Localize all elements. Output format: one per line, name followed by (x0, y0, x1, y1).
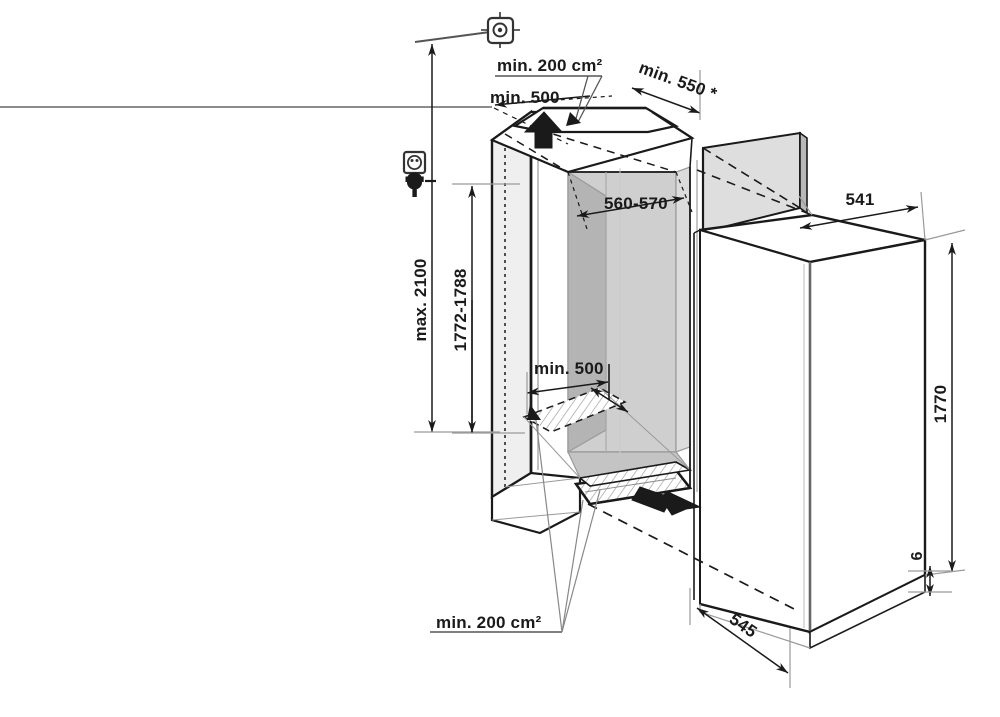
cabinet-top-right-edge (689, 137, 693, 168)
cabinet-top-hidden-diagonal-a (504, 133, 569, 173)
dimension-plinth-gap (908, 566, 952, 596)
dim-leader-top-clearance-b (493, 107, 569, 145)
floor-construction-line-c (504, 477, 581, 488)
dimension-niche-width (567, 171, 693, 233)
annotation-label-top-vent-area: min. 200 cm² (497, 56, 603, 75)
dim-extension-width-right (675, 171, 693, 213)
dimension-label-top-clearance: min. 500 (490, 88, 560, 107)
dim-extension-1770-top (924, 229, 966, 241)
leader-bottom-vent-b (561, 499, 584, 633)
dimension-niche-height (452, 183, 525, 434)
dim-floor-depth-diagonal (590, 387, 629, 413)
dim-extension-541-right (920, 191, 926, 241)
bottom-vent-slot-inner-line (584, 477, 677, 493)
niche-right-interior-wall (675, 166, 691, 453)
appliance-left-return-top (693, 229, 701, 234)
open-door-hidden-diagonal (702, 147, 801, 209)
leader-arrow-bottom-vent (527, 404, 541, 420)
airflow-up-arrow (523, 111, 564, 149)
floor-construction-line-a (523, 416, 581, 479)
annotation-top-vent-area (495, 75, 603, 126)
dimension-top-clearance (0, 95, 613, 145)
cabinet-left-side-panel (490, 109, 533, 500)
dimension-label-max-height: max. 2100 (411, 258, 430, 341)
dim-extension-541-left (798, 195, 813, 216)
dimension-appliance-depth (689, 588, 791, 688)
dimension-label-appliance-height: 1770 (931, 385, 950, 424)
annotation-bottom-vent-area (430, 404, 601, 633)
socket-outlet-icon (402, 150, 427, 175)
leader-arrow-top-vent (566, 112, 581, 126)
projection-lines-group (587, 169, 813, 613)
appliance-front-face (699, 228, 811, 634)
dimension-label-floor-depth: min. 500 (534, 359, 604, 378)
open-door-panel-edge (799, 131, 808, 215)
annotation-label-bottom-vent-area: min. 200 cm² (436, 613, 542, 632)
cabinet-top-right-bevel (651, 111, 693, 139)
dimension-appliance-width (798, 191, 926, 241)
projection-line-bottom (587, 503, 801, 613)
dimension-label-niche-height: 1772-1788 (451, 268, 470, 351)
dimension-label-niche-width: 560-570 (604, 194, 668, 213)
projection-line-top (696, 169, 813, 216)
dimension-label-plinth-gap: 6 (909, 551, 926, 560)
socket-position-crosshair-icon (414, 12, 520, 48)
airflow-intake-arrow-tail (631, 486, 673, 513)
dimension-floor-depth (526, 364, 629, 414)
appliance-body-group (693, 213, 927, 650)
mains-plug-icon (405, 172, 424, 197)
cabinet-top-hidden-diagonal-b (539, 129, 677, 173)
dimension-label-appliance-width: 541 (846, 190, 875, 209)
leader-bottom-vent-c (561, 489, 601, 633)
cabinet-niche-group (489, 106, 698, 535)
dim-leader-top-clearance (504, 95, 613, 105)
airflow-arrows-group (523, 111, 702, 516)
plinth-construction-line (491, 511, 581, 521)
dimension-door-opening (631, 70, 701, 120)
dim-extension-width-left (567, 171, 589, 233)
leader-bottom-vent-a (535, 419, 563, 633)
dimension-max-2100 (414, 44, 500, 433)
leader-top-vent-area-a (577, 75, 603, 123)
leader-top-vent-area-b (574, 75, 589, 123)
open-door-panel-group (701, 131, 808, 234)
appliance-right-side-face (808, 238, 927, 634)
